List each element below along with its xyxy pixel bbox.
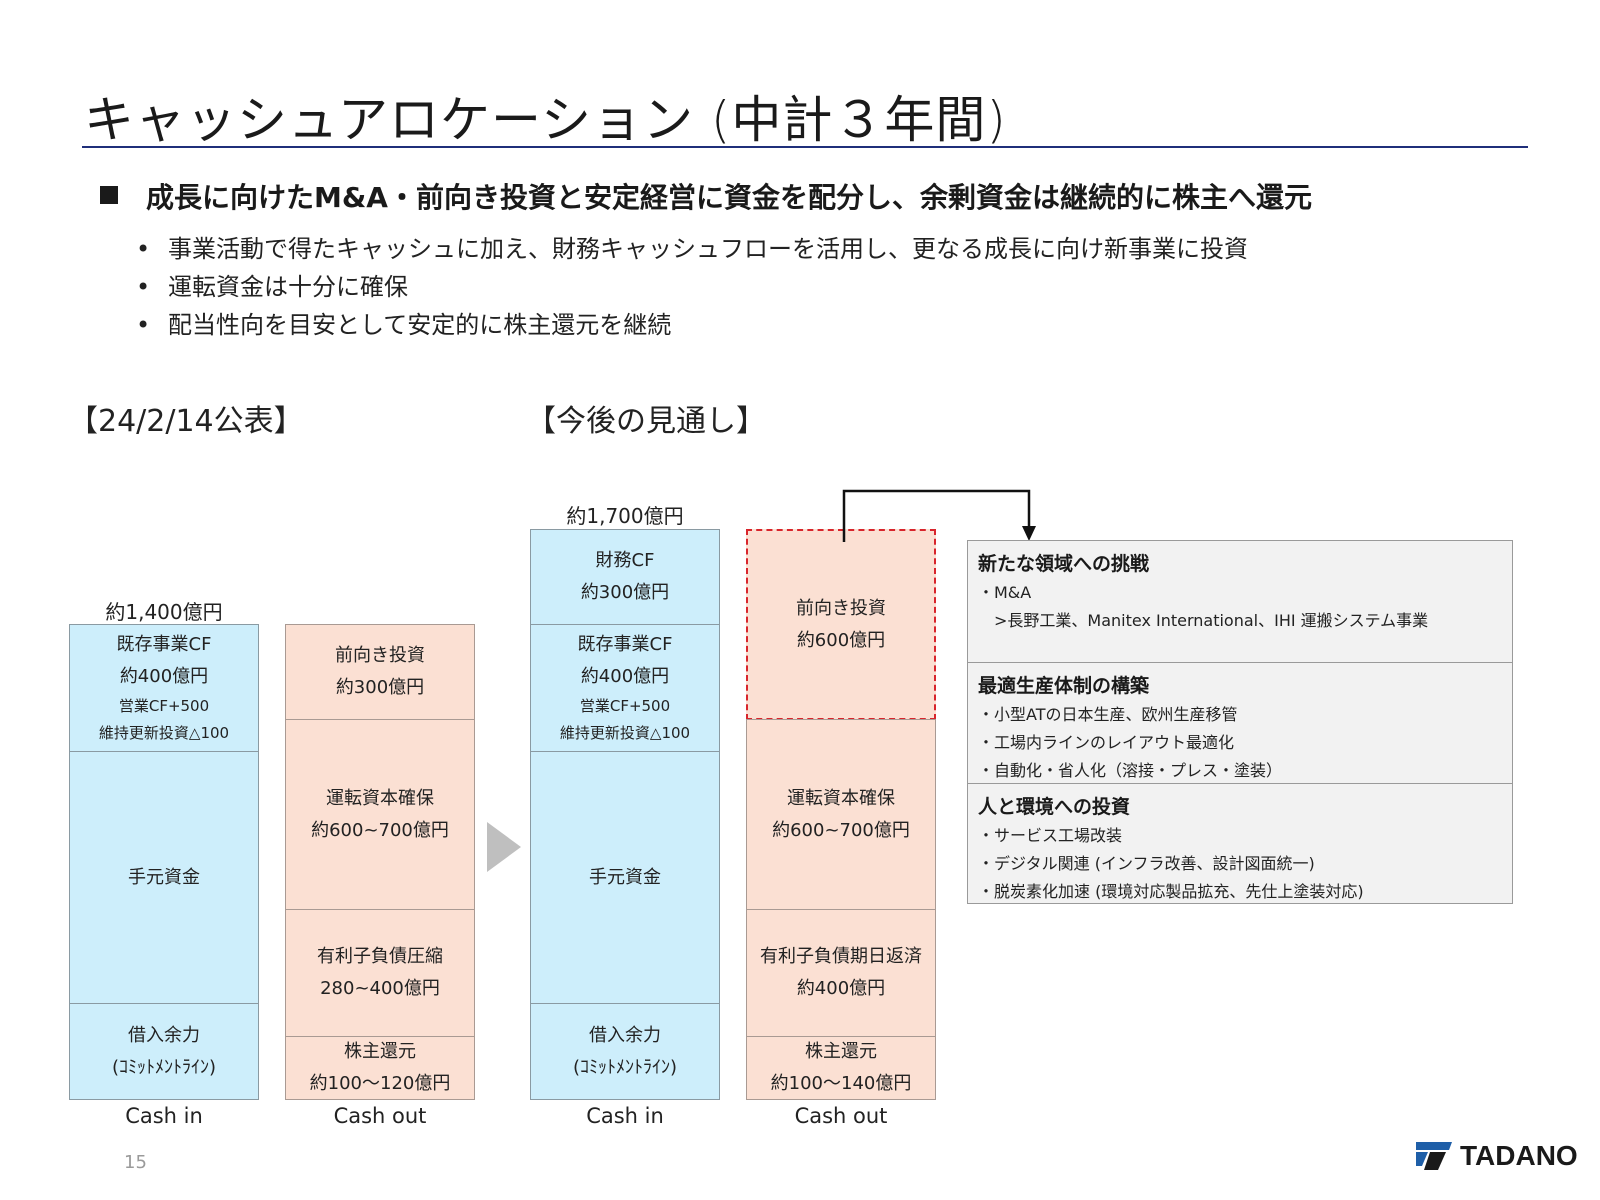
block-amount: (ｺﾐｯﾄﾒﾝﾄﾗｲﾝ) bbox=[572, 1056, 678, 1078]
block-label: 前向き投資 bbox=[335, 645, 425, 666]
panel-line: ・サービス工場改装 bbox=[978, 826, 1123, 845]
bullet-text: 配当性向を目安として安定的に株主還元を継続 bbox=[168, 311, 672, 339]
left-cash-out-caption: Cash out bbox=[333, 1104, 427, 1128]
block-label: 借入余力 bbox=[589, 1024, 661, 1046]
bullet-dot: • bbox=[136, 235, 151, 263]
cash-in-block-existing-cf: 既存事業CF 約400億円 営業CF+500 維持更新投資△100 bbox=[530, 624, 720, 752]
cash-out-block-debt-repayment: 有利子負債期日返済 約400億円 bbox=[746, 909, 936, 1037]
block-note: 営業CF+500 bbox=[579, 697, 671, 715]
cash-in-block-cash-on-hand: 手元資金 bbox=[69, 751, 259, 1004]
block-label: 前向き投資 bbox=[796, 597, 886, 619]
block-label: 財務CF bbox=[595, 550, 655, 571]
right-arrow-icon bbox=[487, 822, 521, 872]
bullet-text: 運転資金は十分に確保 bbox=[168, 273, 408, 301]
connector-arrow-icon bbox=[842, 489, 1036, 542]
panel-line: ・工場内ラインのレイアウト最適化 bbox=[978, 733, 1235, 752]
right-cash-out-column: 前向き投資 約600億円 運転資本確保 約600~700億円 有利子負債期日返済… bbox=[746, 529, 936, 1100]
panel-heading: 最適生産体制の構築 bbox=[978, 675, 1150, 697]
section-label-outlook: 【今後の見通し】 bbox=[526, 404, 766, 439]
cash-out-block-investment: 前向き投資 約300億円 bbox=[285, 624, 475, 720]
left-cash-out-column: 前向き投資 約300億円 運転資本確保 約600~700億円 有利子負債圧縮 2… bbox=[285, 624, 475, 1100]
block-label: 手元資金 bbox=[128, 866, 200, 888]
bullet-list: • 事業活動で得たキャッシュに加え、財務キャッシュフローを活用し、更なる成長に向け… bbox=[136, 230, 1248, 344]
investment-detail-panel: 新たな領域への挑戦 ・M&A >長野工業、Manitex Internation… bbox=[967, 540, 1513, 904]
panel-line: ・デジタル関連 (インフラ改善、設計図面統一) bbox=[978, 854, 1315, 873]
block-note: 維持更新投資△100 bbox=[98, 724, 230, 742]
cash-in-block-borrowing-capacity: 借入余力 (ｺﾐｯﾄﾒﾝﾄﾗｲﾝ) bbox=[530, 1003, 720, 1100]
cash-in-block-borrowing-capacity: 借入余力 (ｺﾐｯﾄﾒﾝﾄﾗｲﾝ) bbox=[69, 1003, 259, 1100]
block-label: 手元資金 bbox=[589, 866, 661, 888]
block-amount: 約300億円 bbox=[580, 582, 670, 603]
cash-out-block-working-capital: 運転資本確保 約600~700億円 bbox=[746, 719, 936, 910]
left-cash-in-caption: Cash in bbox=[125, 1104, 203, 1128]
block-note: 維持更新投資△100 bbox=[559, 724, 691, 742]
bullet-dot: • bbox=[136, 273, 151, 301]
right-cash-in-caption: Cash in bbox=[586, 1104, 664, 1128]
block-amount: (ｺﾐｯﾄﾒﾝﾄﾗｲﾝ) bbox=[111, 1056, 217, 1078]
block-amount: 約400億円 bbox=[580, 666, 670, 687]
block-amount: 280~400億円 bbox=[320, 978, 440, 999]
block-amount: 約400億円 bbox=[796, 978, 886, 999]
block-amount: 約100～140億円 bbox=[770, 1073, 912, 1094]
panel-line: ・脱炭素化加速 (環境対応製品拡充、先仕上塗装対応) bbox=[978, 882, 1364, 901]
block-label: 株主還元 bbox=[805, 1041, 877, 1062]
block-label: 既存事業CF bbox=[577, 634, 673, 655]
block-amount: 約100～120億円 bbox=[309, 1073, 451, 1094]
page-number: 15 bbox=[124, 1152, 147, 1173]
cash-in-block-cash-on-hand: 手元資金 bbox=[530, 751, 720, 1004]
block-label: 有利子負債圧縮 bbox=[317, 946, 443, 967]
bullet-item: • 事業活動で得たキャッシュに加え、財務キャッシュフローを活用し、更なる成長に向け… bbox=[136, 230, 1248, 268]
cash-out-block-working-capital: 運転資本確保 約600~700億円 bbox=[285, 719, 475, 910]
block-label: 運転資本確保 bbox=[787, 787, 895, 809]
panel-section-people-environment: 人と環境への投資 ・サービス工場改装 ・デジタル関連 (インフラ改善、設計図面統… bbox=[968, 783, 1512, 905]
bullet-item: • 運転資金は十分に確保 bbox=[136, 268, 1248, 306]
headline-text: 成長に向けたM&A・前向き投資と安定経営に資金を配分し、余剰資金は継続的に株主へ… bbox=[146, 181, 1312, 214]
right-cash-in-column: 財務CF 約300億円 既存事業CF 約400億円 営業CF+500 維持更新投… bbox=[530, 529, 720, 1100]
block-label: 運転資本確保 bbox=[326, 787, 434, 809]
cash-in-block-financing-cf: 財務CF 約300億円 bbox=[530, 529, 720, 625]
bullet-dot: • bbox=[136, 311, 151, 339]
bullet-item: • 配当性向を目安として安定的に株主還元を継続 bbox=[136, 306, 1248, 344]
panel-section-production: 最適生産体制の構築 ・小型ATの日本生産、欧州生産移管 ・工場内ラインのレイアウ… bbox=[968, 662, 1512, 783]
page-title: キャッシュアロケーション (中計３年間) bbox=[84, 91, 1007, 149]
panel-line: ・M&A bbox=[978, 583, 1032, 602]
cash-out-block-shareholder-return: 株主還元 約100～140億円 bbox=[746, 1036, 936, 1100]
block-label: 有利子負債期日返済 bbox=[760, 946, 922, 967]
title-divider bbox=[82, 146, 1528, 148]
right-cash-out-caption: Cash out bbox=[794, 1104, 888, 1128]
tadano-logo-icon bbox=[1416, 1142, 1452, 1170]
cash-out-block-debt-reduction: 有利子負債圧縮 280~400億円 bbox=[285, 909, 475, 1037]
cash-out-block-investment-highlighted: 前向き投資 約600億円 bbox=[746, 529, 936, 720]
block-amount: 約600億円 bbox=[796, 629, 886, 651]
block-label: 借入余力 bbox=[128, 1024, 200, 1046]
company-logo: TADANO bbox=[1416, 1138, 1578, 1174]
cash-in-block-existing-cf: 既存事業CF 約400億円 営業CF+500 維持更新投資△100 bbox=[69, 624, 259, 752]
block-amount: 約600~700億円 bbox=[772, 819, 910, 841]
logo-text: TADANO bbox=[1460, 1140, 1578, 1171]
block-label: 既存事業CF bbox=[116, 634, 212, 655]
bullet-text: 事業活動で得たキャッシュに加え、財務キャッシュフローを活用し、更なる成長に向け新… bbox=[168, 235, 1248, 263]
square-bullet-icon bbox=[100, 186, 118, 204]
block-amount: 約300億円 bbox=[335, 677, 425, 698]
panel-line: >長野工業、Manitex International、IHI 運搬システム事業 bbox=[978, 611, 1429, 630]
panel-section-new-domains: 新たな領域への挑戦 ・M&A >長野工業、Manitex Internation… bbox=[968, 541, 1512, 662]
panel-line: ・自動化・省人化（溶接・プレス・塗装） bbox=[978, 761, 1283, 780]
section-label-published: 【24/2/14公表】 bbox=[68, 404, 304, 439]
block-label: 株主還元 bbox=[344, 1041, 416, 1062]
left-cash-in-column: 既存事業CF 約400億円 営業CF+500 維持更新投資△100 手元資金 借… bbox=[69, 624, 259, 1100]
left-cash-in-total: 約1,400億円 bbox=[105, 600, 223, 624]
panel-heading: 新たな領域への挑戦 bbox=[978, 553, 1150, 575]
panel-line: ・小型ATの日本生産、欧州生産移管 bbox=[978, 705, 1238, 724]
panel-heading: 人と環境への投資 bbox=[978, 796, 1131, 818]
block-amount: 約400億円 bbox=[119, 666, 209, 687]
block-note: 営業CF+500 bbox=[118, 697, 210, 715]
right-cash-in-total: 約1,700億円 bbox=[566, 504, 684, 528]
block-amount: 約600~700億円 bbox=[311, 819, 449, 841]
cash-out-block-shareholder-return: 株主還元 約100～120億円 bbox=[285, 1036, 475, 1100]
headline: 成長に向けたM&A・前向き投資と安定経営に資金を配分し、余剰資金は継続的に株主へ… bbox=[100, 176, 1312, 216]
